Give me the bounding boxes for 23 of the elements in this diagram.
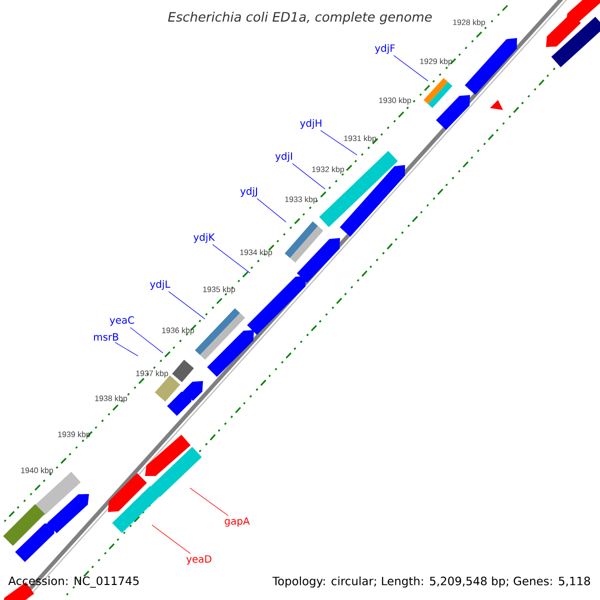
gene-label: ydjI	[275, 152, 292, 162]
leader-line	[190, 488, 228, 516]
leader-line	[130, 327, 164, 354]
gene-label: ydjK	[194, 233, 215, 243]
leader-line	[320, 130, 358, 156]
gene-label: msrB	[94, 333, 118, 341]
gene-label: ydjJ	[240, 187, 257, 197]
gene-label: ydjH	[300, 119, 322, 129]
gene-label: yeaD	[186, 555, 212, 565]
gene-label: gapA	[224, 517, 250, 527]
leader-line	[212, 244, 250, 274]
gene-label: yeaC	[110, 316, 134, 326]
topology-text: Topology: circular; Length: 5,209,548 bp; Genes: 5,118	[272, 576, 590, 588]
title: Escherichia coli ED1a, complete genome	[168, 12, 432, 24]
leader-line	[292, 163, 326, 190]
gene-label: ydjF	[374, 44, 395, 54]
leader-line	[114, 342, 138, 356]
gene-label: ydjL	[150, 280, 170, 290]
leader-line	[393, 55, 428, 82]
leader-line	[168, 291, 206, 320]
leader-line	[256, 198, 286, 222]
leader-line	[152, 524, 191, 554]
accession-text: Accession: NC_011745	[8, 576, 139, 588]
